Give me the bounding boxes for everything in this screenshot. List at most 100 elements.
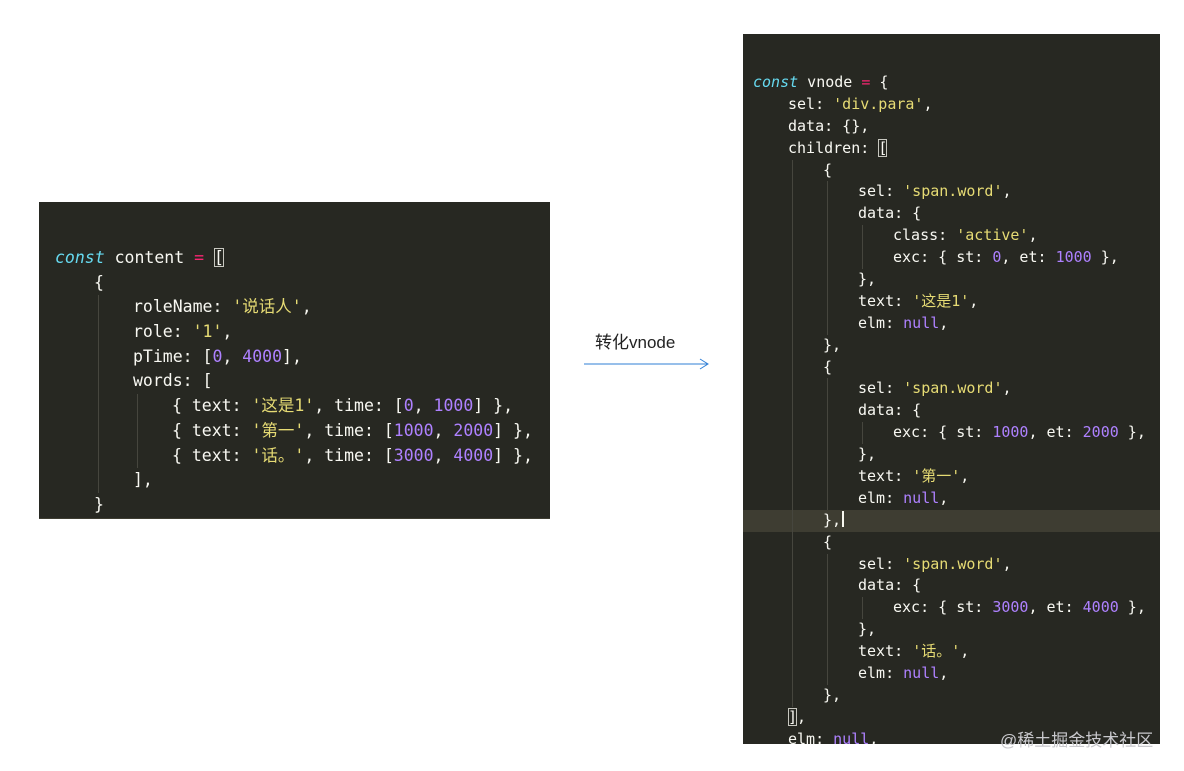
code-line: data: {}, <box>743 116 1160 138</box>
code-line: elm: null, <box>743 729 1160 744</box>
code-token: , <box>960 642 970 661</box>
code-token: 4000 <box>1082 598 1119 617</box>
code-token: , et: <box>1028 598 1083 617</box>
code-token: vnode <box>798 73 862 91</box>
code-token: null <box>903 488 940 507</box>
indent-guide <box>98 394 99 419</box>
indent-guide <box>792 159 793 182</box>
code-token: , et: <box>1028 423 1083 442</box>
code-line: { <box>743 531 1160 554</box>
indent-guide <box>98 295 99 321</box>
code-editor-vnode: const vnode = {sel: 'div.para',data: {},… <box>743 34 1160 744</box>
code-line: }, <box>743 619 1160 642</box>
indent-guide <box>827 619 828 642</box>
code-line: data: { <box>743 400 1160 423</box>
indent-guide <box>792 619 793 642</box>
indent-guide <box>98 443 99 469</box>
code-token: }, <box>858 620 877 639</box>
indent-guide <box>792 553 793 576</box>
code-line: text: '话。', <box>743 641 1160 664</box>
code-line: { text: '这是1', time: [0, 1000] }, <box>39 394 550 419</box>
code-token: roleName: <box>133 297 233 317</box>
code-token: }, <box>1118 423 1146 442</box>
code-token: ], <box>282 346 302 366</box>
code-line: } <box>39 493 550 518</box>
code-line: ], <box>743 707 1160 729</box>
code-token: { text: <box>172 396 252 416</box>
code-line: exc: { st: 0, et: 1000 }, <box>743 247 1160 270</box>
code-line: words: [ <box>39 369 550 395</box>
code-token: 0 <box>212 346 223 366</box>
code-token: '这是1' <box>251 396 315 416</box>
code-token: 4000 <box>242 346 283 366</box>
code-line-active: ] <box>39 517 550 519</box>
code-token: null <box>903 313 940 332</box>
code-editor-content: const content = [{roleName: '说话人',role: … <box>39 202 550 519</box>
code-token: 'span.word' <box>903 554 1003 573</box>
code-token: 1000 <box>393 420 434 440</box>
code-token: exc: { st: <box>893 248 993 267</box>
code-token: sel: <box>788 94 834 113</box>
code-token: }, <box>823 685 842 704</box>
code-token: '话。' <box>912 642 961 661</box>
indent-guide <box>792 356 793 379</box>
code-token: 1000 <box>992 423 1029 442</box>
code-line: elm: null, <box>743 663 1160 685</box>
code-token: children: <box>788 138 879 157</box>
code-line: { text: '第一', time: [1000, 2000] }, <box>39 418 550 444</box>
arrow-right-icon <box>584 358 709 370</box>
code-token: content <box>104 248 195 267</box>
indent-guide <box>792 378 793 401</box>
code-token: const <box>55 248 105 267</box>
code-line: sel: 'span.word', <box>743 553 1160 576</box>
code-token: { <box>94 272 104 292</box>
indent-guide <box>137 418 138 444</box>
code-token: , <box>1028 226 1038 245</box>
code-token: const <box>753 73 799 91</box>
indent-guide <box>862 225 863 248</box>
indent-guide <box>98 320 99 345</box>
indent-guide <box>827 487 828 510</box>
code-line: roleName: '说话人', <box>39 295 550 321</box>
code-line: }, <box>743 269 1160 291</box>
code-line: { <box>743 356 1160 379</box>
code-token: }, <box>823 510 842 529</box>
code-token: text: <box>858 642 913 661</box>
indent-guide <box>827 203 828 226</box>
code-token: , <box>960 467 970 486</box>
text-cursor <box>842 510 845 528</box>
code-token: 1000 <box>1055 248 1092 267</box>
code-token: = <box>194 248 205 267</box>
code-token: 3000 <box>992 598 1029 617</box>
code-token: , <box>1002 554 1012 573</box>
code-line: exc: { st: 3000, et: 4000 }, <box>743 597 1160 620</box>
code-token: data: { <box>858 401 922 420</box>
code-token: { <box>823 160 833 179</box>
indent-guide <box>137 443 138 469</box>
indent-guide <box>792 597 793 620</box>
indent-guide <box>827 663 828 685</box>
code-token <box>204 248 214 267</box>
code-token: data: { <box>858 204 922 223</box>
arrow-label: 转化vnode <box>595 333 676 352</box>
code-line: role: '1', <box>39 320 550 345</box>
indent-guide <box>827 225 828 248</box>
code-token: , <box>797 707 807 726</box>
code-token: elm: <box>788 729 834 744</box>
indent-guide <box>792 181 793 204</box>
code-line: sel: 'span.word', <box>743 181 1160 204</box>
code-token: elm: <box>858 488 904 507</box>
code-line: }, <box>743 684 1160 707</box>
code-token: sel: <box>858 182 904 201</box>
code-line: data: { <box>743 575 1160 598</box>
code-line: data: { <box>743 203 1160 226</box>
indent-guide <box>827 269 828 291</box>
code-token: null <box>903 664 940 683</box>
indent-guide <box>792 663 793 685</box>
code-line: sel: 'span.word', <box>743 378 1160 401</box>
code-token: data: {}, <box>788 116 870 135</box>
indent-guide <box>98 418 99 444</box>
code-line: children: [ <box>743 138 1160 160</box>
code-line: const vnode = { <box>743 72 1160 94</box>
code-line: class: 'active', <box>743 225 1160 248</box>
